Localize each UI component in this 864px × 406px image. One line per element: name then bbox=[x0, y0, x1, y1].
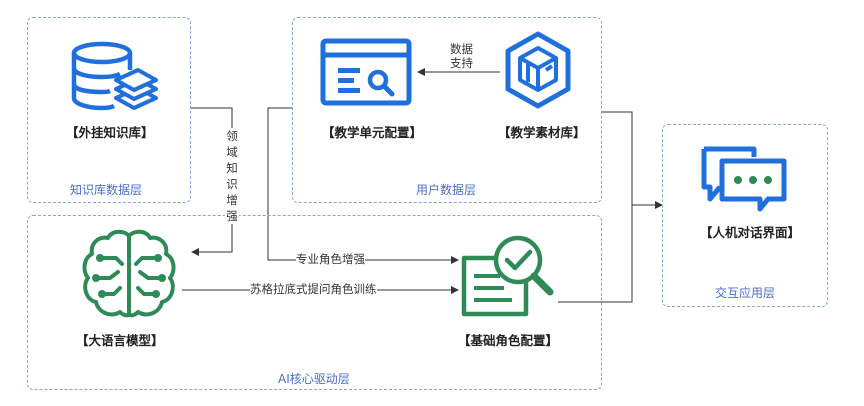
edge-user-to-interaction bbox=[602, 111, 633, 205]
edge-ai-to-interaction bbox=[558, 205, 633, 303]
interaction-layer-label: 交互应用层 bbox=[715, 286, 776, 300]
database-icon bbox=[71, 41, 158, 111]
external-kb-label: 【外挂知识库】 bbox=[66, 125, 154, 140]
search-window-icon bbox=[320, 38, 412, 106]
data-support-label: 数据 支持 bbox=[450, 42, 473, 71]
ai-layer-label: AI核心驱动层 bbox=[278, 372, 350, 386]
llm-label: 【大语言模型】 bbox=[76, 333, 164, 348]
knowledge-layer-label: 知识库数据层 bbox=[70, 183, 143, 197]
user-layer-label: 用户数据层 bbox=[416, 183, 477, 197]
teaching-material-label: 【教学素材库】 bbox=[498, 125, 586, 140]
socratic-label: 苏格拉底式提问角色训练 bbox=[250, 282, 377, 297]
ai-layer bbox=[27, 215, 602, 390]
dialog-ui-label: 【人机对话界面】 bbox=[700, 225, 801, 240]
interaction-layer bbox=[662, 124, 828, 307]
domain-knowledge-label: 领域知识增强 bbox=[225, 128, 239, 224]
material-library-icon bbox=[505, 31, 571, 109]
knowledge-layer bbox=[27, 17, 191, 203]
brain-icon bbox=[82, 229, 176, 318]
teaching-unit-label: 【教学单元配置】 bbox=[322, 125, 423, 140]
base-role-label: 【基础角色配置】 bbox=[458, 333, 559, 348]
user-layer bbox=[292, 17, 602, 203]
document-check-icon bbox=[461, 235, 554, 317]
professional-role-label: 专业角色增强 bbox=[296, 252, 365, 267]
chat-bubbles-icon bbox=[701, 146, 787, 212]
